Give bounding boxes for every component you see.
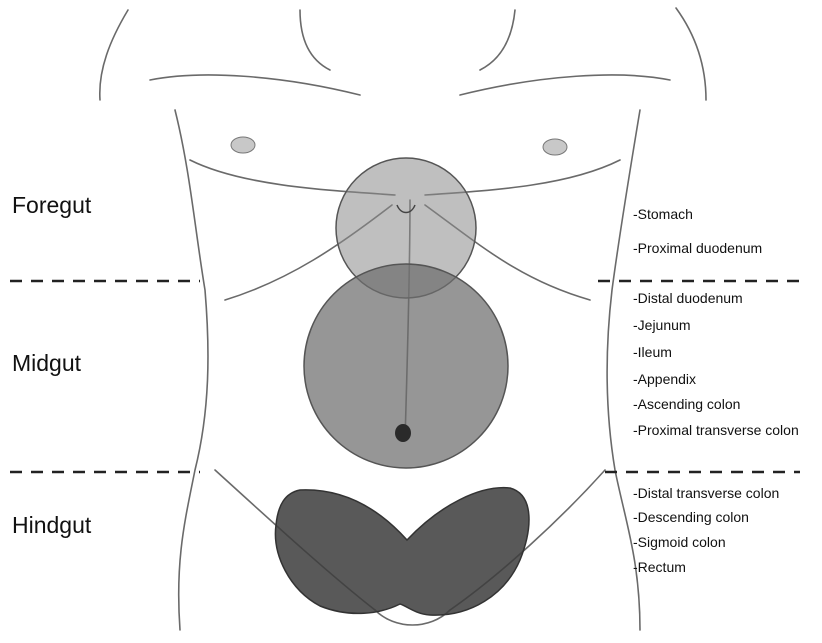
neck-right [480, 10, 515, 70]
left-nipple [231, 137, 255, 153]
organ-item: -Ascending colon [633, 396, 740, 412]
left-clavicle [150, 75, 360, 95]
organ-item: -Descending colon [633, 509, 749, 525]
organ-item: -Jejunum [633, 317, 691, 333]
organ-item: -Proximal transverse colon [633, 422, 813, 438]
hindgut-region [275, 488, 529, 615]
midgut-label: Midgut [12, 350, 81, 377]
navel [395, 424, 411, 442]
organ-item: -Appendix [633, 371, 696, 387]
left-shoulder-line [100, 10, 128, 100]
right-torso-side [607, 110, 640, 630]
hindgut-label: Hindgut [12, 512, 91, 539]
foregut-label: Foregut [12, 192, 91, 219]
left-torso-side [175, 110, 208, 630]
right-shoulder-line [676, 8, 706, 100]
organ-item: -Stomach [633, 206, 693, 222]
organ-item: -Distal transverse colon [633, 485, 779, 501]
organ-item: -Rectum [633, 559, 686, 575]
organ-item: -Proximal duodenum [633, 240, 762, 256]
organ-item: -Sigmoid colon [633, 534, 726, 550]
right-nipple [543, 139, 567, 155]
organ-item: -Ileum [633, 344, 672, 360]
organ-item: -Distal duodenum [633, 290, 743, 306]
neck-left [300, 10, 330, 70]
right-clavicle [460, 75, 670, 95]
